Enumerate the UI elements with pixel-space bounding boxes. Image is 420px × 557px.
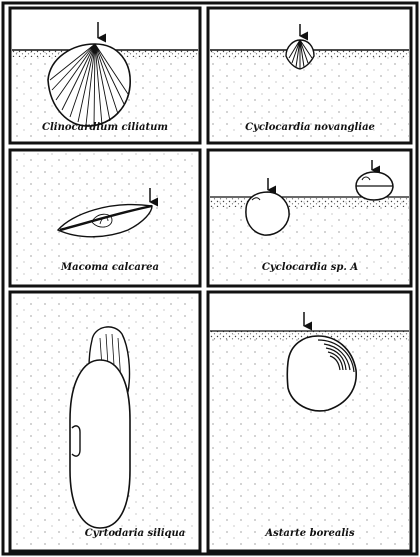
caption-cyclocardia-novangliae: Cyclocardia novangliae — [215, 122, 405, 133]
shell-astarte — [287, 336, 356, 411]
panel-astarte — [208, 292, 411, 551]
shell-cyclocardia-sp-a-buried — [246, 192, 289, 235]
caption-astarte: Astarte borealis — [215, 528, 405, 539]
caption-cyrtodaria: Cyrtodaria siliqua — [40, 528, 230, 539]
shell-clinocardium — [48, 44, 130, 126]
panel-cyrtodaria — [10, 292, 200, 551]
shell-cyclocardia-sp-a-surface — [356, 172, 393, 200]
caption-clinocardium: Clinocardium ciliatum — [10, 122, 200, 133]
caption-macoma: Macoma calcarea — [15, 262, 205, 273]
caption-cyclocardia-sp-a: Cyclocardia sp. A — [215, 262, 405, 273]
